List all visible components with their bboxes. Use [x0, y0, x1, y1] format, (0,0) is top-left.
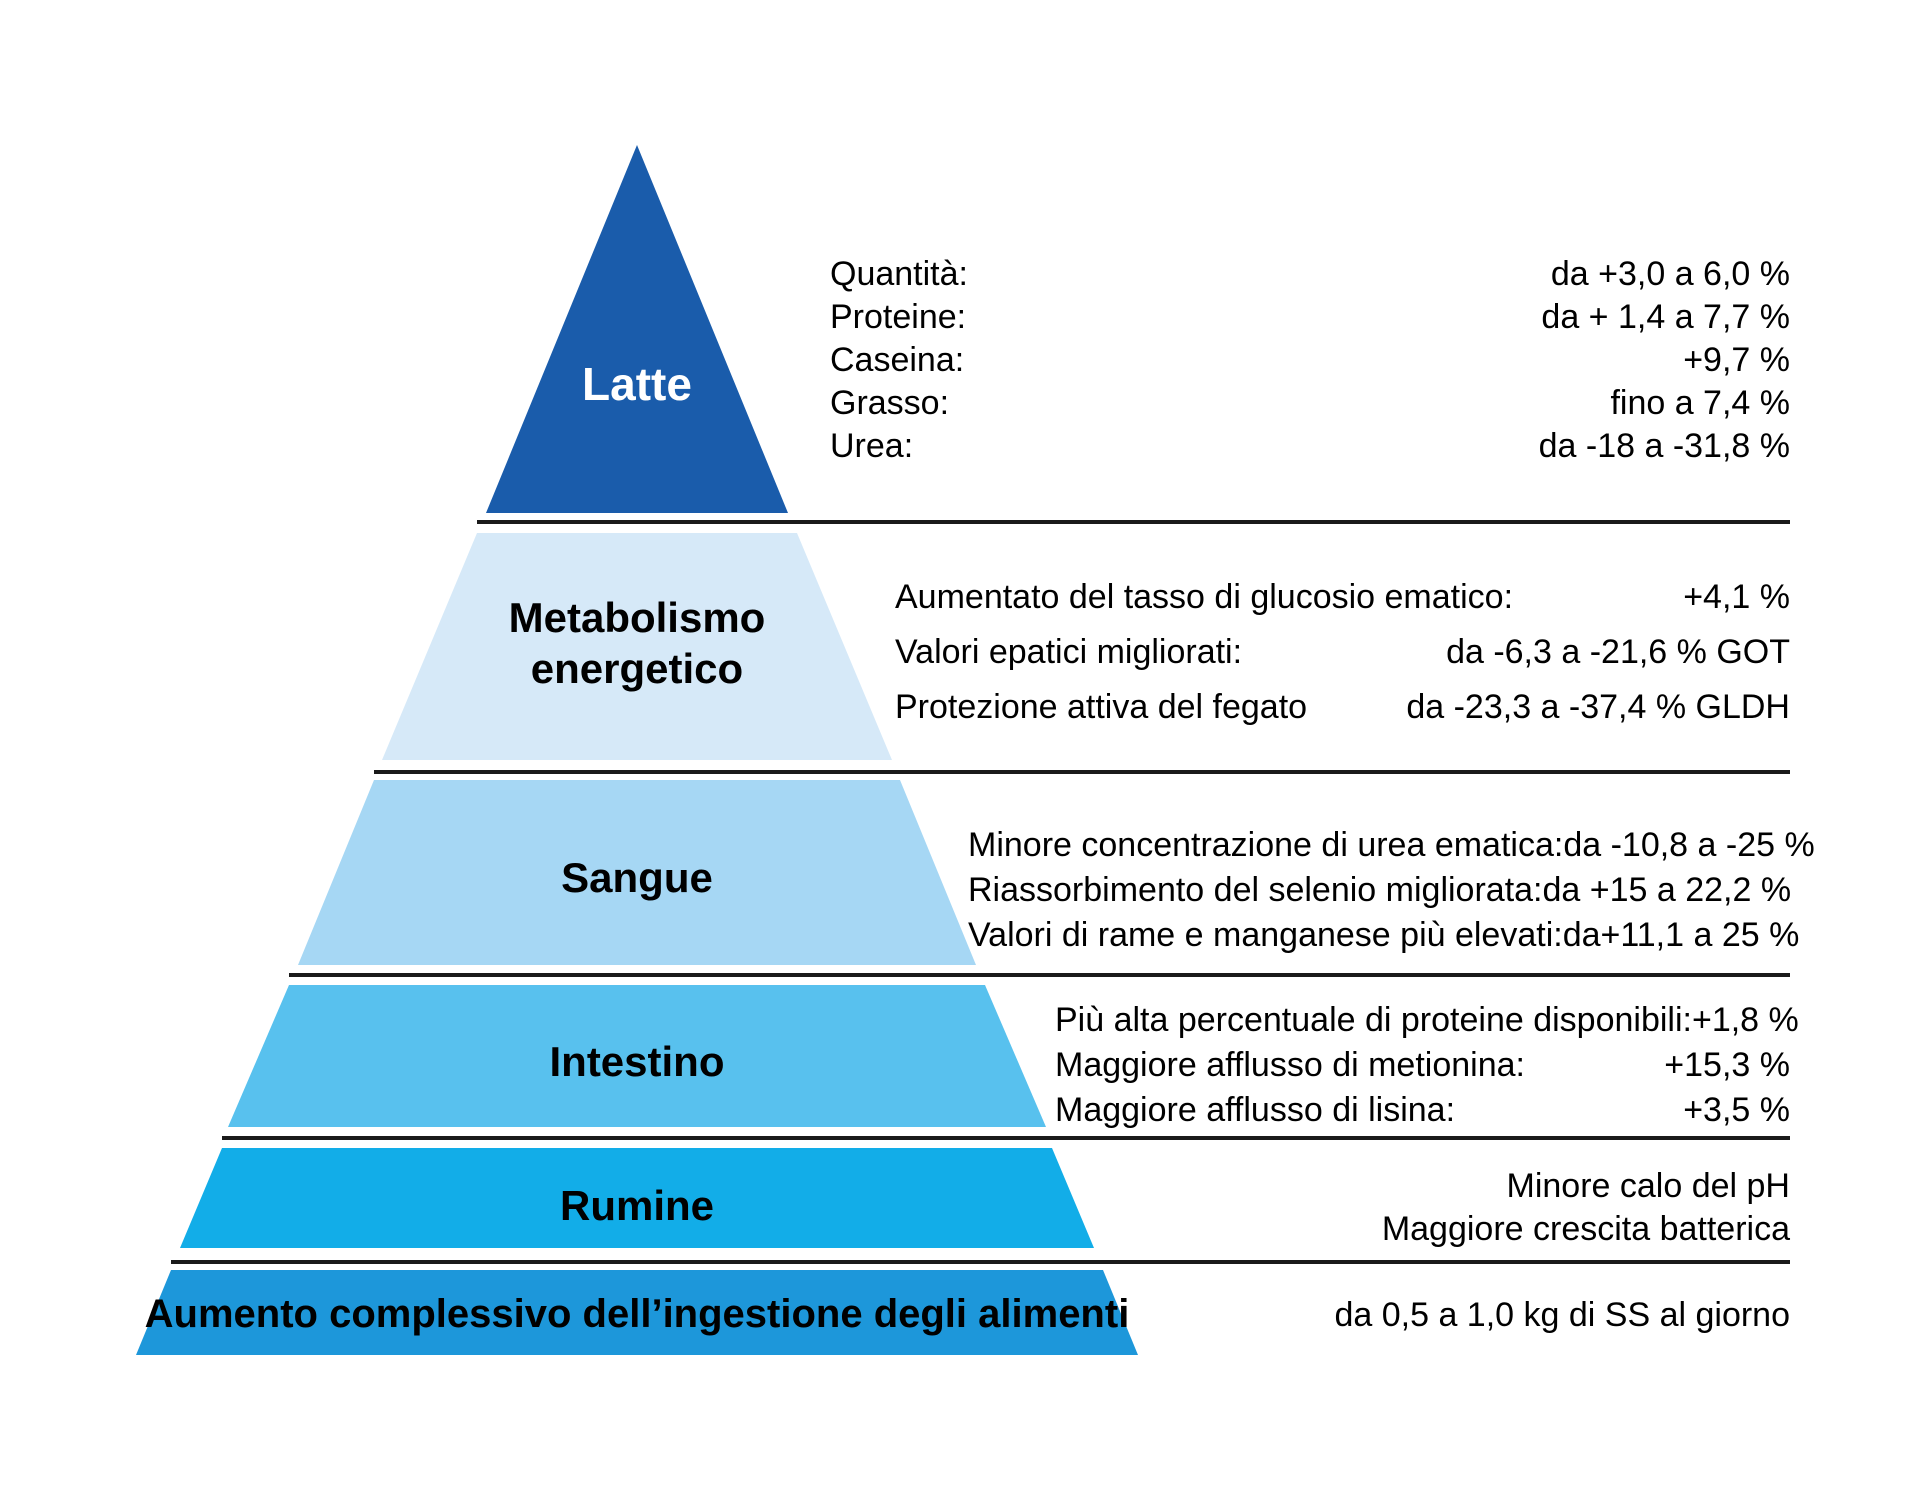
sangue-band-shape	[298, 780, 976, 965]
annotation-value: fino a 7,4 %	[1610, 384, 1790, 422]
annotation-label: Urea:	[830, 427, 914, 465]
annotation-row: Proteine: da + 1,4 a 7,7 %	[830, 296, 1790, 339]
annotation-label: Aumentato del tasso di glucosio ematico:	[895, 578, 1514, 616]
intestino-band-shape	[228, 985, 1046, 1127]
latte-annotations: Quantità: da +3,0 a 6,0 % Proteine: da +…	[830, 253, 1790, 468]
annotation-label: Minore concentrazione di urea ematica:	[968, 826, 1564, 864]
annotation-value: da + 1,4 a 7,7 %	[1541, 298, 1790, 336]
annotation-label: Valori di rame e manganese più elevati:	[968, 916, 1563, 954]
annotation-row: Quantità: da +3,0 a 6,0 %	[830, 253, 1790, 296]
metabolismo-band-shape	[382, 533, 892, 760]
annotation-value: da -23,3 a -37,4 % GLDH	[1406, 688, 1790, 726]
latte-band-label: Latte	[582, 358, 692, 410]
annotation-row: Più alta percentuale di proteine disponi…	[1055, 998, 1799, 1043]
annotation-row: Protezione attiva del fegato da -23,3 a …	[895, 680, 1790, 735]
annotation-row: Maggiore afflusso di metionina: +15,3 %	[1055, 1043, 1790, 1088]
annotation-row: Urea: da -18 a -31,8 %	[830, 425, 1790, 468]
annotation-row: Aumentato del tasso di glucosio ematico:…	[895, 570, 1790, 625]
base-band-label: Aumento complessivo dell’ingestione degl…	[144, 1292, 1130, 1336]
intestino-band-label: Intestino	[549, 1038, 725, 1085]
annotation-row: Maggiore afflusso di lisina: +3,5 %	[1055, 1088, 1790, 1133]
annotation-value: da+11,1 a 25 %	[1562, 916, 1800, 954]
annotation-row: Caseina: +9,7 %	[830, 339, 1790, 382]
annotation-value: +3,5 %	[1683, 1091, 1790, 1129]
intestino-annotations: Più alta percentuale di proteine disponi…	[1055, 998, 1799, 1133]
annotation-line: Maggiore crescita batterica	[1381, 1210, 1790, 1248]
annotation-row: Minore concentrazione di urea ematica: d…	[968, 823, 1815, 868]
annotation-value: +4,1 %	[1683, 578, 1790, 616]
metabolismo-band-label: Metabolismo energetico	[508, 594, 766, 693]
annotation-label: Riassorbimento del selenio migliorata:	[968, 871, 1543, 909]
metabolismo-annotations: Aumentato del tasso di glucosio ematico:…	[895, 570, 1790, 735]
annotation-label: Grasso:	[830, 384, 950, 422]
annotation-label: Maggiore afflusso di lisina:	[1055, 1091, 1456, 1129]
annotation-label: Protezione attiva del fegato	[895, 688, 1308, 726]
annotation-row: Riassorbimento del selenio migliorata: d…	[968, 868, 1792, 913]
annotation-label: Valori epatici migliorati:	[895, 633, 1243, 671]
annotation-label: Più alta percentuale di proteine disponi…	[1055, 1001, 1692, 1039]
annotation-row: Valori di rame e manganese più elevati: …	[968, 913, 1799, 958]
annotation-line: Minore calo del pH	[1506, 1167, 1790, 1205]
annotation-value: da +15 a 22,2 %	[1542, 871, 1792, 909]
annotation-value: +15,3 %	[1664, 1046, 1790, 1084]
rumine-annotations: Minore calo del pH Maggiore crescita bat…	[1190, 1165, 1790, 1251]
annotation-label: Caseina:	[830, 341, 965, 379]
annotation-row: Valori epatici migliorati: da -6,3 a -21…	[895, 625, 1790, 680]
annotation-label: Proteine:	[830, 298, 967, 336]
annotation-row: Grasso: fino a 7,4 %	[830, 382, 1790, 425]
latte-band-shape	[486, 145, 788, 513]
annotation-value: da -18 a -31,8 %	[1538, 427, 1790, 465]
annotation-label: Quantità:	[830, 255, 968, 293]
base-annotation: da 0,5 a 1,0 kg di SS al giorno	[1190, 1294, 1790, 1337]
rumine-band-label: Rumine	[559, 1182, 714, 1229]
rumine-band-shape	[180, 1148, 1094, 1248]
sangue-band-label: Sangue	[561, 854, 713, 901]
annotation-value: +9,7 %	[1683, 341, 1790, 379]
sangue-annotations: Minore concentrazione di urea ematica: d…	[968, 823, 1815, 958]
base-band-shape	[136, 1270, 1138, 1355]
annotation-value: da -6,3 a -21,6 % GOT	[1446, 633, 1790, 671]
annotation-value: da -10,8 a -25 %	[1563, 826, 1815, 864]
annotation-value: +1,8 %	[1691, 1001, 1799, 1039]
annotation-value: da +3,0 a 6,0 %	[1550, 255, 1790, 293]
annotation-label: Maggiore afflusso di metionina:	[1055, 1046, 1525, 1084]
annotation-line: da 0,5 a 1,0 kg di SS al giorno	[1334, 1296, 1790, 1334]
